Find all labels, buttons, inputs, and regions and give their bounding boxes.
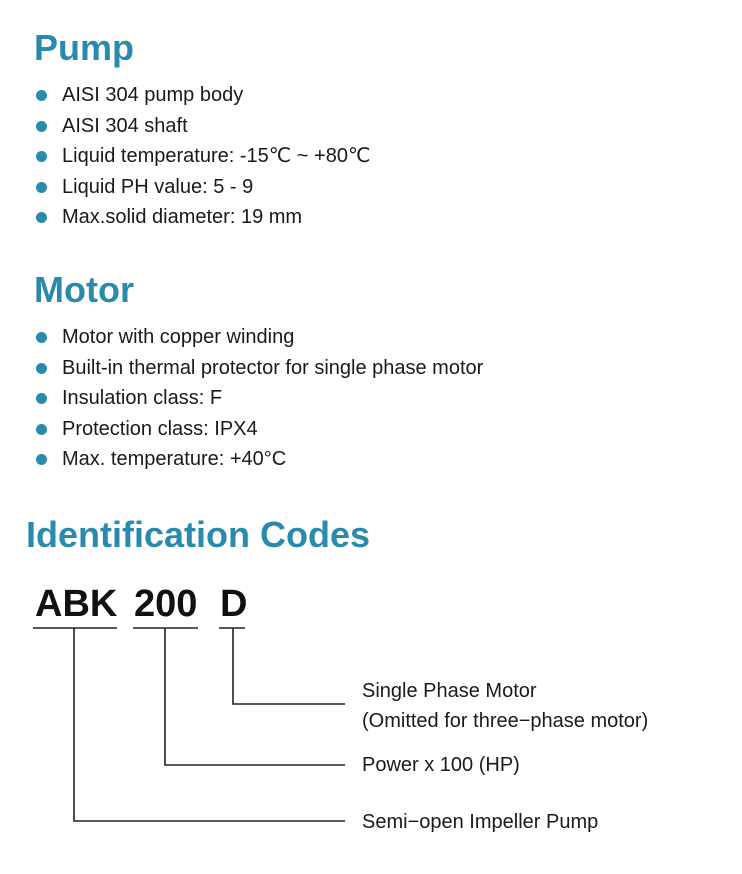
list-item: Liquid temperature: -15℃ ~ +80℃ [34,141,370,172]
list-item-text: Protection class: IPX4 [62,417,258,440]
bullet-icon [36,393,47,404]
bullet-icon [36,332,47,343]
list-item-text: Max. temperature: +40°C [62,448,287,470]
list-item-text: Built-in thermal protector for single ph… [62,356,484,379]
list-item-text: Liquid temperature: -15℃ ~ +80℃ [62,145,371,167]
list-item-text: AISI 304 pump body [62,84,244,106]
label-semi-open-impeller: Semi−open Impeller Pump [362,811,599,833]
bullet-icon [36,454,47,465]
label-power: Power x 100 (HP) [362,754,520,776]
pump-feature-list: AISI 304 pump body AISI 304 shaft Liquid… [34,80,370,233]
list-item: AISI 304 shaft [34,111,370,142]
label-single-phase-motor: Single Phase Motor [362,680,537,702]
list-item-text: Motor with copper winding [62,326,295,348]
list-item: Insulation class: F [34,383,483,414]
motor-section-title: Motor [34,269,134,310]
bullet-icon [36,181,47,193]
connector-model [73,628,345,822]
bullet-icon [36,90,47,101]
bullet-icon [36,423,47,435]
bullet-icon [36,212,47,223]
connector-power [164,628,345,766]
bullet-icon [36,151,47,162]
identification-section-title: Identification Codes [26,514,371,555]
pump-section-title: Pump [34,27,135,68]
list-item: Motor with copper winding [34,322,483,353]
code-part-model: ABK [35,583,118,625]
code-part-phase: D [220,583,248,625]
list-item: AISI 304 pump body [34,80,370,111]
motor-feature-list: Motor with copper winding Built-in therm… [34,322,483,475]
list-item: Liquid PH value: 5 - 9 [34,172,370,203]
list-item: Max.solid diameter: 19 mm [34,202,370,233]
bullet-icon [36,120,47,132]
list-item: Max. temperature: +40°C [34,444,483,475]
list-item: Protection class: IPX4 [34,414,483,445]
list-item: Built-in thermal protector for single ph… [34,353,483,384]
bullet-icon [36,362,47,374]
connector-phase [232,628,345,705]
list-item-text: Max.solid diameter: 19 mm [62,206,303,228]
list-item-text: AISI 304 shaft [62,114,188,137]
list-item-text: Liquid PH value: 5 - 9 [62,175,254,198]
label-omitted-note: (Omitted for three−phase motor) [362,710,649,732]
code-part-power: 200 [134,583,198,625]
list-item-text: Insulation class: F [62,387,223,409]
